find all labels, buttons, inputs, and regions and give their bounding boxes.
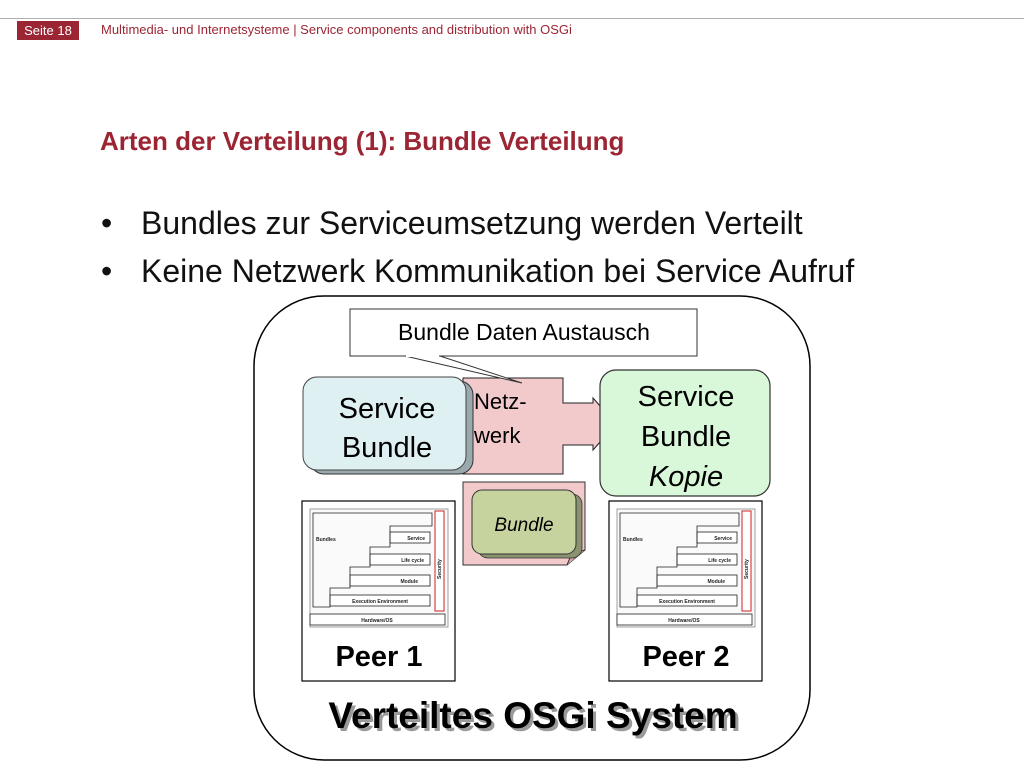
svg-text:Hardware/OS: Hardware/OS	[668, 618, 700, 624]
svg-text:Execution Environment: Execution Environment	[352, 599, 408, 605]
peer-2-osgi-stack: Hardware/OS Execution Environment Module…	[616, 508, 756, 628]
service-bundle-copy-line3: Kopie	[649, 461, 723, 493]
service-bundle-copy-line1: Service	[638, 381, 735, 413]
svg-text:Life cycle: Life cycle	[708, 558, 731, 564]
network-label-line2: werk	[473, 423, 521, 448]
svg-text:Service: Service	[407, 536, 425, 542]
bullet-text: Keine Netzwerk Kommunikation bei Service…	[141, 253, 855, 289]
bullet-dot: •	[101, 253, 113, 289]
svg-text:Module: Module	[401, 579, 419, 585]
callout-label: Bundle Daten Austausch	[398, 319, 650, 345]
service-bundle-line2: Bundle	[342, 432, 432, 464]
svg-text:Execution Environment: Execution Environment	[659, 599, 715, 605]
svg-text:Security: Security	[744, 559, 750, 579]
service-bundle-box	[302, 376, 467, 471]
page-number-badge: Seite 18	[17, 21, 79, 40]
svg-text:Module: Module	[708, 579, 726, 585]
peer-1-osgi-stack: Hardware/OS Execution Environment Module…	[309, 508, 449, 628]
system-label-shadow: Verteiltes OSGi System	[331, 698, 740, 739]
bullet-item: • Keine Netzwerk Kommunikation bei Servic…	[101, 253, 854, 290]
header-bar: Seite 18 Multimedia- und Internetsysteme…	[0, 0, 1024, 42]
peer-1-label: Peer 1	[335, 641, 422, 673]
svg-text:Hardware/OS: Hardware/OS	[361, 618, 393, 624]
bullet-item: • Bundles zur Serviceumsetzung werden Ver…	[101, 205, 803, 242]
header-title: Multimedia- und Internetsysteme | Servic…	[101, 22, 572, 37]
svg-text:Security: Security	[437, 559, 443, 579]
bundle-block-label: Bundle	[494, 515, 553, 536]
header-divider	[0, 18, 1024, 19]
svg-text:Life cycle: Life cycle	[401, 558, 424, 564]
system-label: Verteiltes OSGi System	[328, 695, 737, 736]
service-bundle-copy-box	[599, 369, 771, 497]
network-label-line1: Netz-	[474, 389, 527, 414]
bundle-block	[471, 489, 577, 555]
slide-title: Arten der Verteilung (1): Bundle Verteil…	[100, 126, 625, 156]
svg-text:Service: Service	[714, 536, 732, 542]
service-bundle-line1: Service	[339, 393, 436, 425]
bullet-dot: •	[101, 205, 113, 241]
callout-box	[349, 308, 698, 357]
peer-2-label: Peer 2	[642, 641, 729, 673]
service-bundle-copy-line2: Bundle	[641, 421, 731, 453]
peer-2: Hardware/OS Execution Environment Module…	[608, 500, 763, 682]
peer-1: Hardware/OS Execution Environment Module…	[301, 500, 456, 682]
bullet-text: Bundles zur Serviceumsetzung werden Vert…	[141, 205, 803, 241]
svg-text:Bundles: Bundles	[316, 537, 336, 543]
svg-text:Bundles: Bundles	[623, 537, 643, 543]
